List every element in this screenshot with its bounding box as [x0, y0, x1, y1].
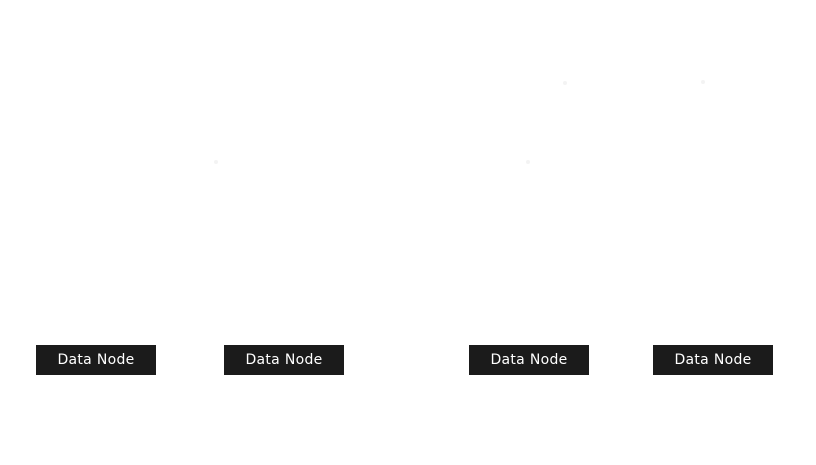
faint-marker [563, 81, 567, 85]
data-node-1-label: Data Node [57, 352, 135, 368]
faint-marker [526, 160, 530, 164]
data-node-4[interactable]: Data Node [653, 345, 773, 375]
data-node-3-label: Data Node [490, 352, 568, 368]
data-node-3[interactable]: Data Node [469, 345, 589, 375]
faint-marker [214, 160, 218, 164]
data-node-2-label: Data Node [245, 352, 323, 368]
faint-marker [701, 80, 705, 84]
data-node-4-label: Data Node [674, 352, 752, 368]
data-node-1[interactable]: Data Node [36, 345, 156, 375]
data-node-2[interactable]: Data Node [224, 345, 344, 375]
